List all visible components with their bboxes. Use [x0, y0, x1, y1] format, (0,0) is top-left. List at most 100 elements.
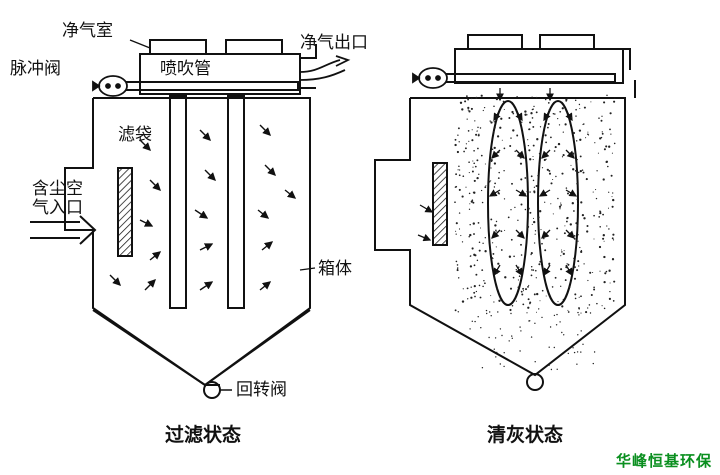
dust-speck: [578, 103, 581, 106]
dust-speck: [585, 178, 588, 181]
dust-speck: [529, 158, 532, 161]
dust-speck: [482, 109, 484, 112]
dust-speck: [557, 118, 559, 120]
dust-speck: [496, 135, 500, 138]
dust-speck: [524, 288, 528, 291]
dust-speck: [580, 312, 582, 314]
dust-speck: [556, 227, 559, 230]
dust-speck: [575, 222, 578, 225]
dust-speck: [537, 175, 539, 177]
dust-speck: [531, 223, 533, 225]
dust-speck: [606, 225, 608, 227]
dust-speck: [458, 141, 460, 143]
dust-speck: [537, 216, 540, 219]
dust-speck: [533, 186, 536, 188]
dust-speck: [477, 222, 480, 224]
dust-speck: [610, 174, 613, 177]
dust-speck: [473, 264, 476, 267]
dust-speck: [512, 129, 515, 132]
dust-speck: [477, 134, 480, 137]
right-pulse-valve-icon: [412, 67, 448, 89]
dust-speck: [608, 145, 611, 148]
dust-speck: [556, 238, 558, 240]
dust-speck: [454, 309, 457, 312]
dust-speck: [538, 222, 540, 224]
dust-speck: [603, 255, 606, 259]
dust-speck: [541, 242, 543, 245]
dust-speck: [490, 160, 493, 163]
dust-speck: [597, 152, 599, 154]
dust-speck: [571, 152, 575, 155]
dust-speck: [472, 201, 475, 204]
dust-speck: [598, 216, 601, 218]
dust-speck: [531, 109, 533, 111]
right-unit: [374, 34, 636, 391]
dust-speck: [519, 162, 523, 165]
dust-speck: [564, 123, 567, 126]
dust-speck: [576, 158, 578, 161]
dust-speck: [583, 106, 586, 109]
dust-speck: [521, 121, 523, 123]
dust-speck: [472, 222, 475, 225]
dust-speck: [468, 161, 470, 163]
dust-speck: [566, 217, 569, 220]
dust-speck: [573, 351, 576, 354]
dust-speck: [508, 255, 512, 258]
left-filter-bag-2: [227, 95, 245, 309]
dust-speck: [501, 334, 503, 337]
dust-speck: [456, 150, 459, 154]
dust-speck: [545, 158, 547, 160]
dust-speck: [602, 237, 605, 240]
dust-speck: [513, 255, 515, 258]
dust-speck: [499, 126, 502, 129]
dust-speck: [526, 179, 528, 181]
dust-speck: [471, 139, 474, 142]
dust-speck: [577, 202, 579, 205]
dust-speck: [561, 107, 564, 110]
dust-speck: [496, 115, 498, 117]
dust-speck: [511, 182, 513, 185]
dust-speck: [601, 115, 603, 117]
dust-speck: [475, 133, 478, 136]
dust-speck: [558, 124, 561, 126]
dust-speck: [590, 101, 592, 103]
dust-speck: [517, 153, 520, 156]
dust-speck: [581, 213, 585, 217]
dust-speck: [605, 270, 608, 273]
dust-speck: [469, 265, 473, 268]
dust-speck: [550, 182, 553, 185]
dust-speck: [604, 272, 607, 275]
dust-speck: [557, 197, 559, 200]
dust-speck: [593, 286, 595, 289]
dust-speck: [465, 143, 468, 145]
dust-speck: [586, 225, 589, 227]
dust-speck: [512, 276, 515, 279]
dust-speck: [599, 212, 602, 215]
dust-speck: [503, 198, 506, 200]
dust-speck: [479, 227, 482, 229]
dust-speck: [530, 336, 533, 338]
dust-speck: [470, 255, 472, 257]
dust-speck: [465, 186, 467, 188]
dust-speck: [501, 139, 503, 141]
label-dusty-inlet-2: 气入口: [32, 198, 83, 218]
dust-speck: [609, 112, 612, 115]
dust-speck: [611, 205, 614, 208]
dust-speck: [577, 240, 579, 242]
right-inlet-baffle: [432, 162, 448, 246]
dust-speck: [562, 298, 564, 301]
dust-speck: [533, 242, 536, 244]
dust-speck: [503, 147, 506, 150]
dust-speck: [529, 191, 531, 193]
dust-speck: [573, 277, 577, 280]
dust-speck: [607, 207, 610, 209]
dust-speck: [573, 257, 575, 260]
dust-speck: [588, 304, 591, 306]
dust-speck: [491, 148, 494, 150]
dust-speck: [495, 246, 497, 248]
dust-speck: [509, 287, 513, 290]
dust-speck: [554, 113, 556, 115]
dust-speck: [493, 191, 495, 194]
dust-speck: [544, 134, 547, 137]
dust-speck: [602, 178, 605, 181]
